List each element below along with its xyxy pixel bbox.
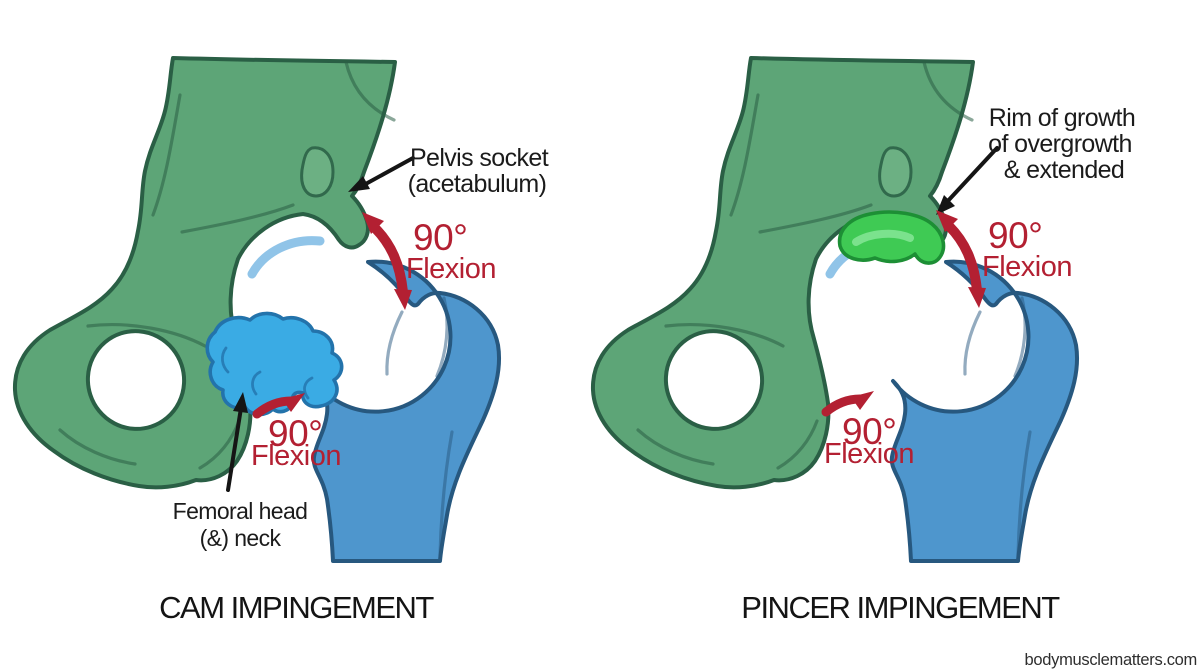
pincer-flexion-lower-angle: 90° xyxy=(842,411,896,452)
cam-flexion-upper-word: Flexion xyxy=(406,253,496,285)
pelvis-socket-arrow xyxy=(348,156,415,192)
cam-title: CAM IMPINGEMENT xyxy=(159,590,434,625)
pincer-flexion-upper-word: Flexion xyxy=(982,251,1072,283)
femoral-head-arrow xyxy=(226,392,248,492)
rim-label-line2: of overgrowth xyxy=(988,130,1132,158)
pincer-swing-arrow xyxy=(826,391,874,412)
rim-label-line3: & extended xyxy=(1004,156,1125,184)
pincer-title: PINCER IMPINGEMENT xyxy=(741,590,1060,625)
pincer-rim-overgrowth xyxy=(837,210,946,265)
rim-label-line1: Rim of growth xyxy=(989,104,1135,132)
pincer-flexion-upper-angle: 90° xyxy=(988,215,1042,256)
femoral-label-line1: Femoral head xyxy=(173,498,308,524)
pelvis-socket-label-line1: Pelvis socket xyxy=(410,144,549,172)
rim-overgrowth-arrow xyxy=(936,146,999,215)
pincer-flexion-lower-word: Flexion xyxy=(824,438,914,470)
femoral-label-line2: (&) neck xyxy=(200,525,282,551)
pincer-femur xyxy=(830,241,1077,561)
cam-lesion xyxy=(205,311,344,417)
cam-flexion-lower-angle: 90° xyxy=(268,413,322,454)
cam-flexion-lower-word: Flexion xyxy=(251,440,341,472)
cam-panel: Pelvis socket (acetabulum) 90° Flexion 9… xyxy=(12,56,549,561)
pelvis-socket-label-line2: (acetabulum) xyxy=(408,170,547,198)
pincer-panel: Rim of growth of overgrowth & extended 9… xyxy=(590,56,1136,561)
watermark-text: bodymusclematters.com xyxy=(1024,651,1197,669)
cam-flexion-upper-angle: 90° xyxy=(413,217,467,258)
pincer-flexion-arc-arrow xyxy=(936,210,986,308)
